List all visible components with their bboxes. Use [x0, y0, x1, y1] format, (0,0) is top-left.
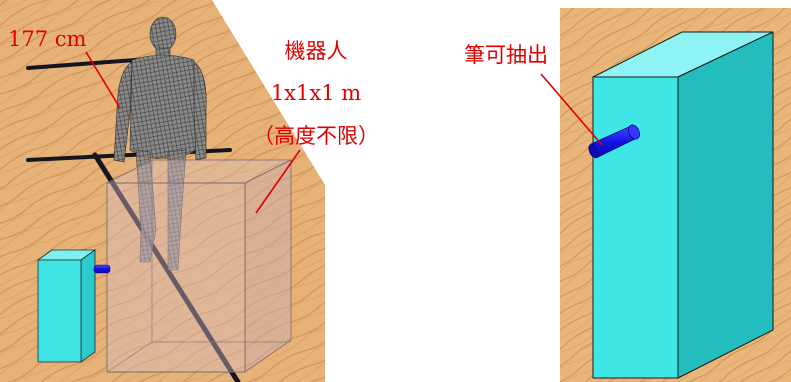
robot-label-line3: （高度不限）	[253, 124, 379, 148]
pen-leader-line	[540, 73, 603, 146]
pen-label: 筆可抽出	[464, 43, 548, 67]
pen	[588, 124, 640, 159]
left-annotations: 177 cm 機器人 1x1x1 m （高度不限）	[8, 27, 379, 214]
left-scene: 177 cm 機器人 1x1x1 m （高度不限）	[0, 0, 379, 382]
cabinet-side-face	[677, 31, 774, 379]
left-cyan-cabinet	[36, 249, 111, 363]
height-label: 177 cm	[8, 27, 87, 51]
left-pen	[93, 264, 111, 274]
robot-label-line1: 機器人	[285, 39, 348, 63]
right-cyan-cabinet	[592, 31, 774, 379]
robot-leader-line	[255, 149, 301, 214]
cabinet-front-face	[592, 76, 679, 379]
right-scene: 筆可抽出	[464, 8, 791, 382]
human-figure	[113, 16, 207, 271]
robot-volume-box	[106, 159, 292, 373]
robot-label-line2: 1x1x1 m	[271, 81, 361, 105]
height-leader-line	[85, 51, 121, 109]
